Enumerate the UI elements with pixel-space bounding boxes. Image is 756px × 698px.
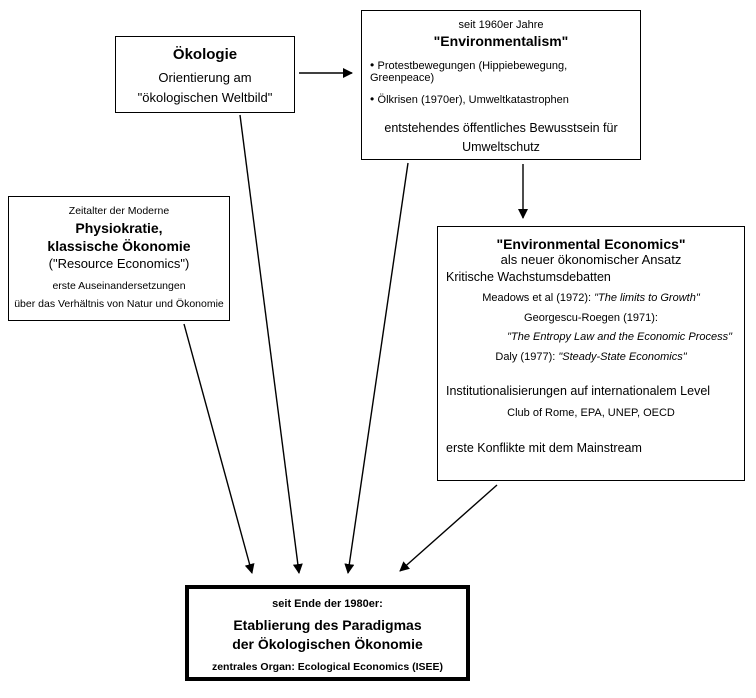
citation-meadows-title: "The limits to Growth" (594, 292, 700, 304)
environmentalism-bullet-oilcrisis: Ölkrisen (1970er), Umweltkatastrophen (370, 92, 634, 106)
environmental-economics-subtitle: als neuer ökonomischer Ansatz (500, 252, 682, 267)
environmentalism-title: "Environmentalism" (433, 33, 569, 49)
environmentalism-box: seit 1960er Jahre "Environmentalism" Pro… (361, 10, 641, 160)
physiokratie-period: Zeitalter der Moderne (68, 205, 170, 217)
etablierung-period: seit Ende der 1980er: (272, 598, 383, 610)
citation-daly-prefix: Daly (1977): (495, 351, 559, 363)
environmentalism-footer-line2: Umweltschutz (462, 139, 540, 154)
environmentalism-bullet-protest: Protestbewegungen (Hippiebewegung, Green… (370, 58, 634, 84)
citation-georgescu-author: Georgescu-Roegen (1971): (524, 312, 658, 324)
citation-meadows: Meadows et al (1972): "The limits to Gro… (446, 292, 736, 304)
environmental-economics-box: "Environmental Economics" als neuer ökon… (437, 226, 745, 481)
physiokratie-line2: über das Verhältnis von Natur und Ökonom… (14, 298, 224, 311)
oekologie-line2: "ökologischen Weltbild" (137, 90, 273, 106)
physiokratie-title-line2: klassische Ökonomie (47, 238, 191, 255)
arrow-physiokratie-to-etablierung (183, 323, 255, 574)
physiokratie-box: Zeitalter der Moderne Physiokratie, klas… (8, 196, 230, 321)
oekologie-box: Ökologie Orientierung am "ökologischen W… (115, 36, 295, 113)
section-mainstream-conflicts: erste Konflikte mit dem Mainstream (446, 441, 642, 455)
citation-georgescu-title: "The Entropy Law and the Economic Proces… (507, 331, 732, 343)
arrow-oekologie-to-etablierung (239, 114, 303, 574)
oekologie-title: Ökologie (172, 46, 238, 63)
physiokratie-line1: erste Auseinandersetzungen (52, 280, 186, 293)
arrow-environmental-economics-to-etablierung (399, 484, 498, 572)
citation-daly: Daly (1977): "Steady-State Economics" (446, 351, 736, 363)
oekologie-line1: Orientierung am (158, 70, 252, 85)
physiokratie-title-line1: Physiokratie, (75, 220, 163, 236)
environmentalism-footer-line1: entstehendes öffentliches Bewusstsein fü… (384, 121, 618, 135)
etablierung-title-line2: der Ökologischen Ökonomie (232, 635, 423, 652)
etablierung-title-line1: Etablierung des Paradigmas (233, 617, 422, 633)
arrow-environmentalism-to-etablierung (344, 162, 409, 574)
citation-meadows-prefix: Meadows et al (1972): (482, 292, 595, 304)
environmental-economics-title: "Environmental Economics" (496, 236, 686, 252)
citation-georgescu-title-row: "The Entropy Law and the Economic Proces… (446, 331, 736, 343)
section-growth-debates: Kritische Wachstumsdebatten (446, 270, 611, 284)
etablierung-footer: zentrales Organ: Ecological Economics (I… (211, 660, 444, 673)
citation-daly-title: "Steady-State Economics" (558, 351, 687, 363)
section-institutionalization: Institutionalisierungen auf internationa… (446, 384, 711, 398)
etablierung-box: seit Ende der 1980er: Etablierung des Pa… (185, 585, 470, 681)
environmentalism-period: seit 1960er Jahre (458, 19, 544, 31)
organizations-list: Club of Rome, EPA, UNEP, OECD (507, 407, 675, 419)
physiokratie-subtitle: ("Resource Economics") (48, 256, 190, 272)
